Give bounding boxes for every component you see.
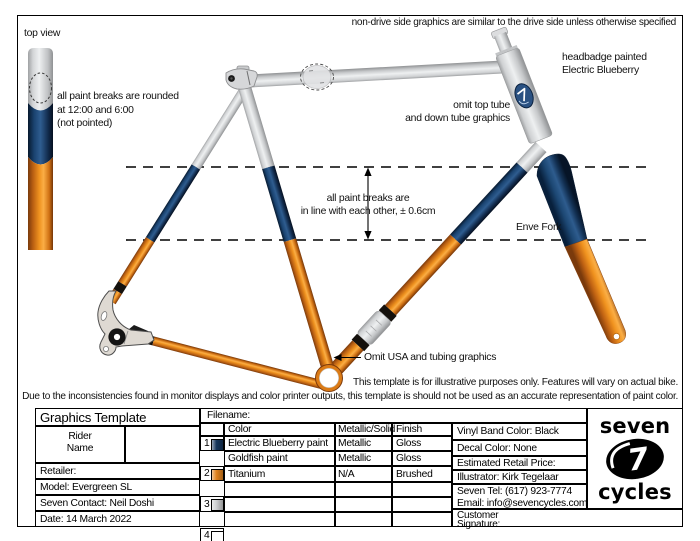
swatch-col-header [200, 423, 224, 436]
customer-signature-row: Customer Signature: [452, 509, 683, 530]
head-tube [491, 26, 553, 144]
vinyl-band-row: Vinyl Band Color: Black [452, 423, 587, 440]
illustrator-row: Illustrator: Kirk Tegelaar [452, 470, 587, 484]
top-view-tube-detail [28, 48, 53, 250]
logo-seven-text: seven [599, 413, 671, 438]
inline-breaks-note: all paint breaks are in line with each o… [300, 193, 436, 217]
svg-text:7: 7 [625, 441, 651, 479]
finish-cell: Gloss [392, 451, 452, 466]
rider-name-label: Rider Name [35, 426, 125, 463]
metallic-cell: Metallic [335, 436, 392, 451]
logo-cycles-text: cycles [598, 479, 672, 504]
top-tube [249, 59, 521, 88]
rider-name-field [125, 426, 200, 463]
disclaimer-line-2: Due to the inconsistencies found in moni… [22, 390, 678, 402]
metallic-cell [335, 497, 392, 512]
disclaimer-line-1: This template is for illustrative purpos… [353, 377, 678, 388]
seven-cycles-logo: seven 7 cycles [587, 408, 683, 509]
color-name-cell: Titanium [224, 466, 335, 482]
fork-dropout-hole [612, 332, 621, 341]
filename-field: Filename: [200, 408, 587, 423]
color-row-num: 2 [200, 466, 224, 481]
finish-cell: Brushed [392, 466, 452, 482]
color-name-cell: Goldfish paint [224, 451, 335, 466]
color-name-cell [224, 482, 335, 497]
paint-break-measure-arrow [364, 167, 372, 240]
headbadge-note: headbadge painted Electric Blueberry [562, 52, 647, 76]
omit-tubes-note: omit top tube and down tube graphics [405, 100, 510, 124]
rounded-breaks-note: all paint breaks are rounded at 12:00 an… [57, 91, 179, 129]
color-name-cell [224, 497, 335, 512]
top-tube-coupler [300, 63, 334, 91]
down-tube [331, 141, 547, 374]
down-tube-coupler [357, 310, 391, 345]
retail-price-row: Estimated Retail Price: [452, 456, 587, 470]
seat-tube [236, 80, 337, 378]
metallic-cell [335, 482, 392, 497]
retailer-row: Retailer: [35, 463, 200, 479]
seven-7-icon: 7 [606, 438, 664, 479]
fork [536, 153, 626, 344]
omit-usa-note: Omit USA and tubing graphics [364, 352, 497, 363]
color-swatch [211, 469, 224, 481]
contact-info-row: Seven Tel: (617) 923-7774 Email: info@se… [452, 484, 587, 509]
page-title: Graphics Template [35, 408, 200, 426]
color-name-cell [224, 512, 335, 527]
color-row-num: 1 [200, 436, 224, 451]
chain-stay [136, 332, 325, 390]
color-row-num: 3 [200, 496, 224, 512]
rounded-break-marker [29, 72, 52, 104]
color-col-header: Color [224, 423, 335, 436]
seat-cluster [225, 65, 258, 90]
rear-dropout [97, 290, 155, 356]
metallic-cell: Metallic [335, 451, 392, 466]
metallic-cell [335, 512, 392, 527]
metallic-cell: N/A [335, 466, 392, 482]
decal-color-row: Decal Color: None [452, 440, 587, 456]
color-name-cell: Electric Blueberry paint [224, 436, 335, 451]
metallic-col-header: Metallic/Solid [335, 423, 395, 436]
finish-cell [392, 512, 452, 527]
omit-usa-arrow [333, 354, 361, 361]
non-drive-note: non-drive side graphics are similar to t… [351, 17, 677, 28]
model-row: Model: Evergreen SL [35, 479, 200, 495]
finish-col-header: Finish [392, 423, 452, 436]
color-swatch [211, 499, 224, 511]
head-badge-icon [514, 83, 534, 109]
bottom-bracket [315, 364, 343, 392]
date-row: Date: 14 March 2022 [35, 511, 200, 527]
finish-cell: Gloss [392, 436, 452, 451]
seat-stay [107, 81, 253, 305]
top-view-label: top view [24, 28, 61, 39]
color-swatch [211, 531, 224, 541]
color-swatch [211, 439, 224, 451]
finish-cell [392, 497, 452, 512]
enve-fork-label: Enve Fork [516, 222, 562, 233]
color-row-num: 4 [200, 528, 224, 541]
finish-cell [392, 482, 452, 497]
seven-contact-row: Seven Contact: Neil Doshi [35, 495, 200, 511]
